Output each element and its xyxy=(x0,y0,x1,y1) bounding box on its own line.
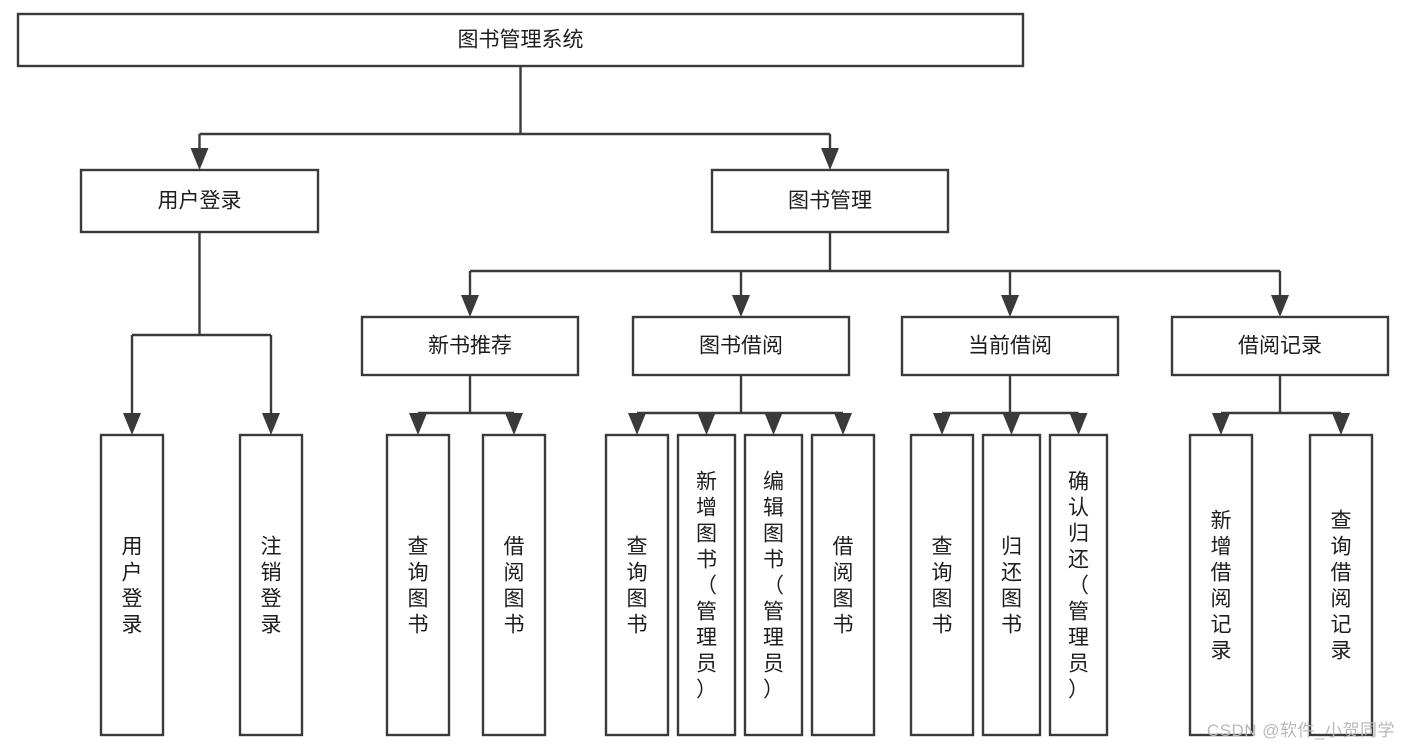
node-rect xyxy=(1188,433,1254,737)
arrow-head xyxy=(933,413,951,435)
node-label: 用户登录 xyxy=(158,190,242,213)
node-level2[interactable]: 借阅记录 xyxy=(1170,315,1390,377)
node-label: 确认归还（管理员） xyxy=(1068,470,1089,701)
node-label: 查询图书 xyxy=(408,535,429,636)
node-rect xyxy=(360,315,580,377)
node-rect xyxy=(710,168,950,234)
node-level2[interactable]: 图书借阅 xyxy=(631,315,851,377)
node-label: 新增借阅记录 xyxy=(1211,509,1232,662)
node-label: 用户登录 xyxy=(122,535,143,636)
node-rect xyxy=(238,433,304,737)
node-label: 查询图书 xyxy=(627,535,648,636)
node-label: 借阅记录 xyxy=(1238,335,1322,358)
arrow-head xyxy=(764,413,783,435)
arrow-head xyxy=(190,148,209,170)
node-leaf[interactable]: 新增借阅记录 xyxy=(1188,433,1254,737)
node-rect xyxy=(631,315,851,377)
node-leaf[interactable]: 新增图书（管理员） xyxy=(676,433,737,737)
arrow-head xyxy=(409,413,427,435)
node-leaf[interactable]: 查询图书 xyxy=(909,433,975,737)
arrow-head xyxy=(123,413,141,435)
node-rect xyxy=(743,433,804,737)
node-label: 归还图书 xyxy=(1001,535,1022,636)
node-label: 新书推荐 xyxy=(428,335,512,358)
node-rect xyxy=(16,12,1025,68)
node-rect xyxy=(981,433,1042,737)
node-leaf[interactable]: 注销登录 xyxy=(238,433,304,737)
arrow-head xyxy=(821,148,839,170)
node-label: 借阅图书 xyxy=(833,535,854,636)
arrow-head xyxy=(1332,413,1350,435)
node-rect xyxy=(909,433,975,737)
node-rect xyxy=(99,433,165,737)
arrow-head xyxy=(834,413,852,435)
arrow-head xyxy=(262,413,280,435)
connector-lines-group xyxy=(123,66,1350,435)
node-rect xyxy=(810,433,876,737)
node-rect xyxy=(79,168,320,234)
node-label: 查询借阅记录 xyxy=(1331,509,1352,662)
arrow-head xyxy=(732,295,750,317)
node-level2[interactable]: 当前借阅 xyxy=(900,315,1120,377)
node-leaf[interactable]: 查询借阅记录 xyxy=(1308,433,1374,737)
node-rect xyxy=(1308,433,1374,737)
node-leaf[interactable]: 编辑图书（管理员） xyxy=(743,433,804,737)
node-rect xyxy=(604,433,670,737)
node-leaf[interactable]: 查询图书 xyxy=(385,433,451,737)
node-leaf[interactable]: 查询图书 xyxy=(604,433,670,737)
node-label: 当前借阅 xyxy=(968,335,1052,358)
node-label: 新增图书（管理员） xyxy=(696,470,717,701)
node-label: 查询图书 xyxy=(932,535,953,636)
node-leaf[interactable]: 借阅图书 xyxy=(481,433,547,737)
node-leaf[interactable]: 借阅图书 xyxy=(810,433,876,737)
arrow-head xyxy=(1069,413,1088,435)
node-label: 注销登录 xyxy=(261,535,282,636)
node-label: 图书借阅 xyxy=(699,335,783,358)
arrow-head xyxy=(1002,413,1021,435)
node-rect xyxy=(676,433,737,737)
node-rect xyxy=(1170,315,1390,377)
arrow-head xyxy=(628,413,646,435)
arrow-head xyxy=(1001,295,1019,317)
arrow-head xyxy=(505,413,523,435)
node-level1[interactable]: 图书管理 xyxy=(710,168,950,234)
node-level1[interactable]: 用户登录 xyxy=(79,168,320,234)
node-level2[interactable]: 新书推荐 xyxy=(360,315,580,377)
node-leaf[interactable]: 用户登录 xyxy=(99,433,165,737)
arrow-head xyxy=(697,413,716,435)
node-root[interactable]: 图书管理系统 xyxy=(16,12,1025,68)
node-rect xyxy=(1048,433,1109,737)
node-label: 借阅图书 xyxy=(504,535,525,636)
node-label: 图书管理系统 xyxy=(458,29,584,52)
node-leaf[interactable]: 确认归还（管理员） xyxy=(1048,433,1109,737)
node-label: 编辑图书（管理员） xyxy=(763,470,784,701)
node-boxes-group: 图书管理系统用户登录图书管理新书推荐图书借阅当前借阅借阅记录用户登录注销登录查询… xyxy=(16,12,1390,737)
arrow-head xyxy=(1212,413,1230,435)
arrow-head xyxy=(1271,295,1289,317)
node-rect xyxy=(385,433,451,737)
node-leaf[interactable]: 归还图书 xyxy=(981,433,1042,737)
csdn-watermark: CSDN @软件_小贺同学 xyxy=(1206,721,1395,740)
arrow-head xyxy=(461,295,479,317)
node-rect xyxy=(481,433,547,737)
node-label: 图书管理 xyxy=(788,190,872,213)
node-rect xyxy=(900,315,1120,377)
